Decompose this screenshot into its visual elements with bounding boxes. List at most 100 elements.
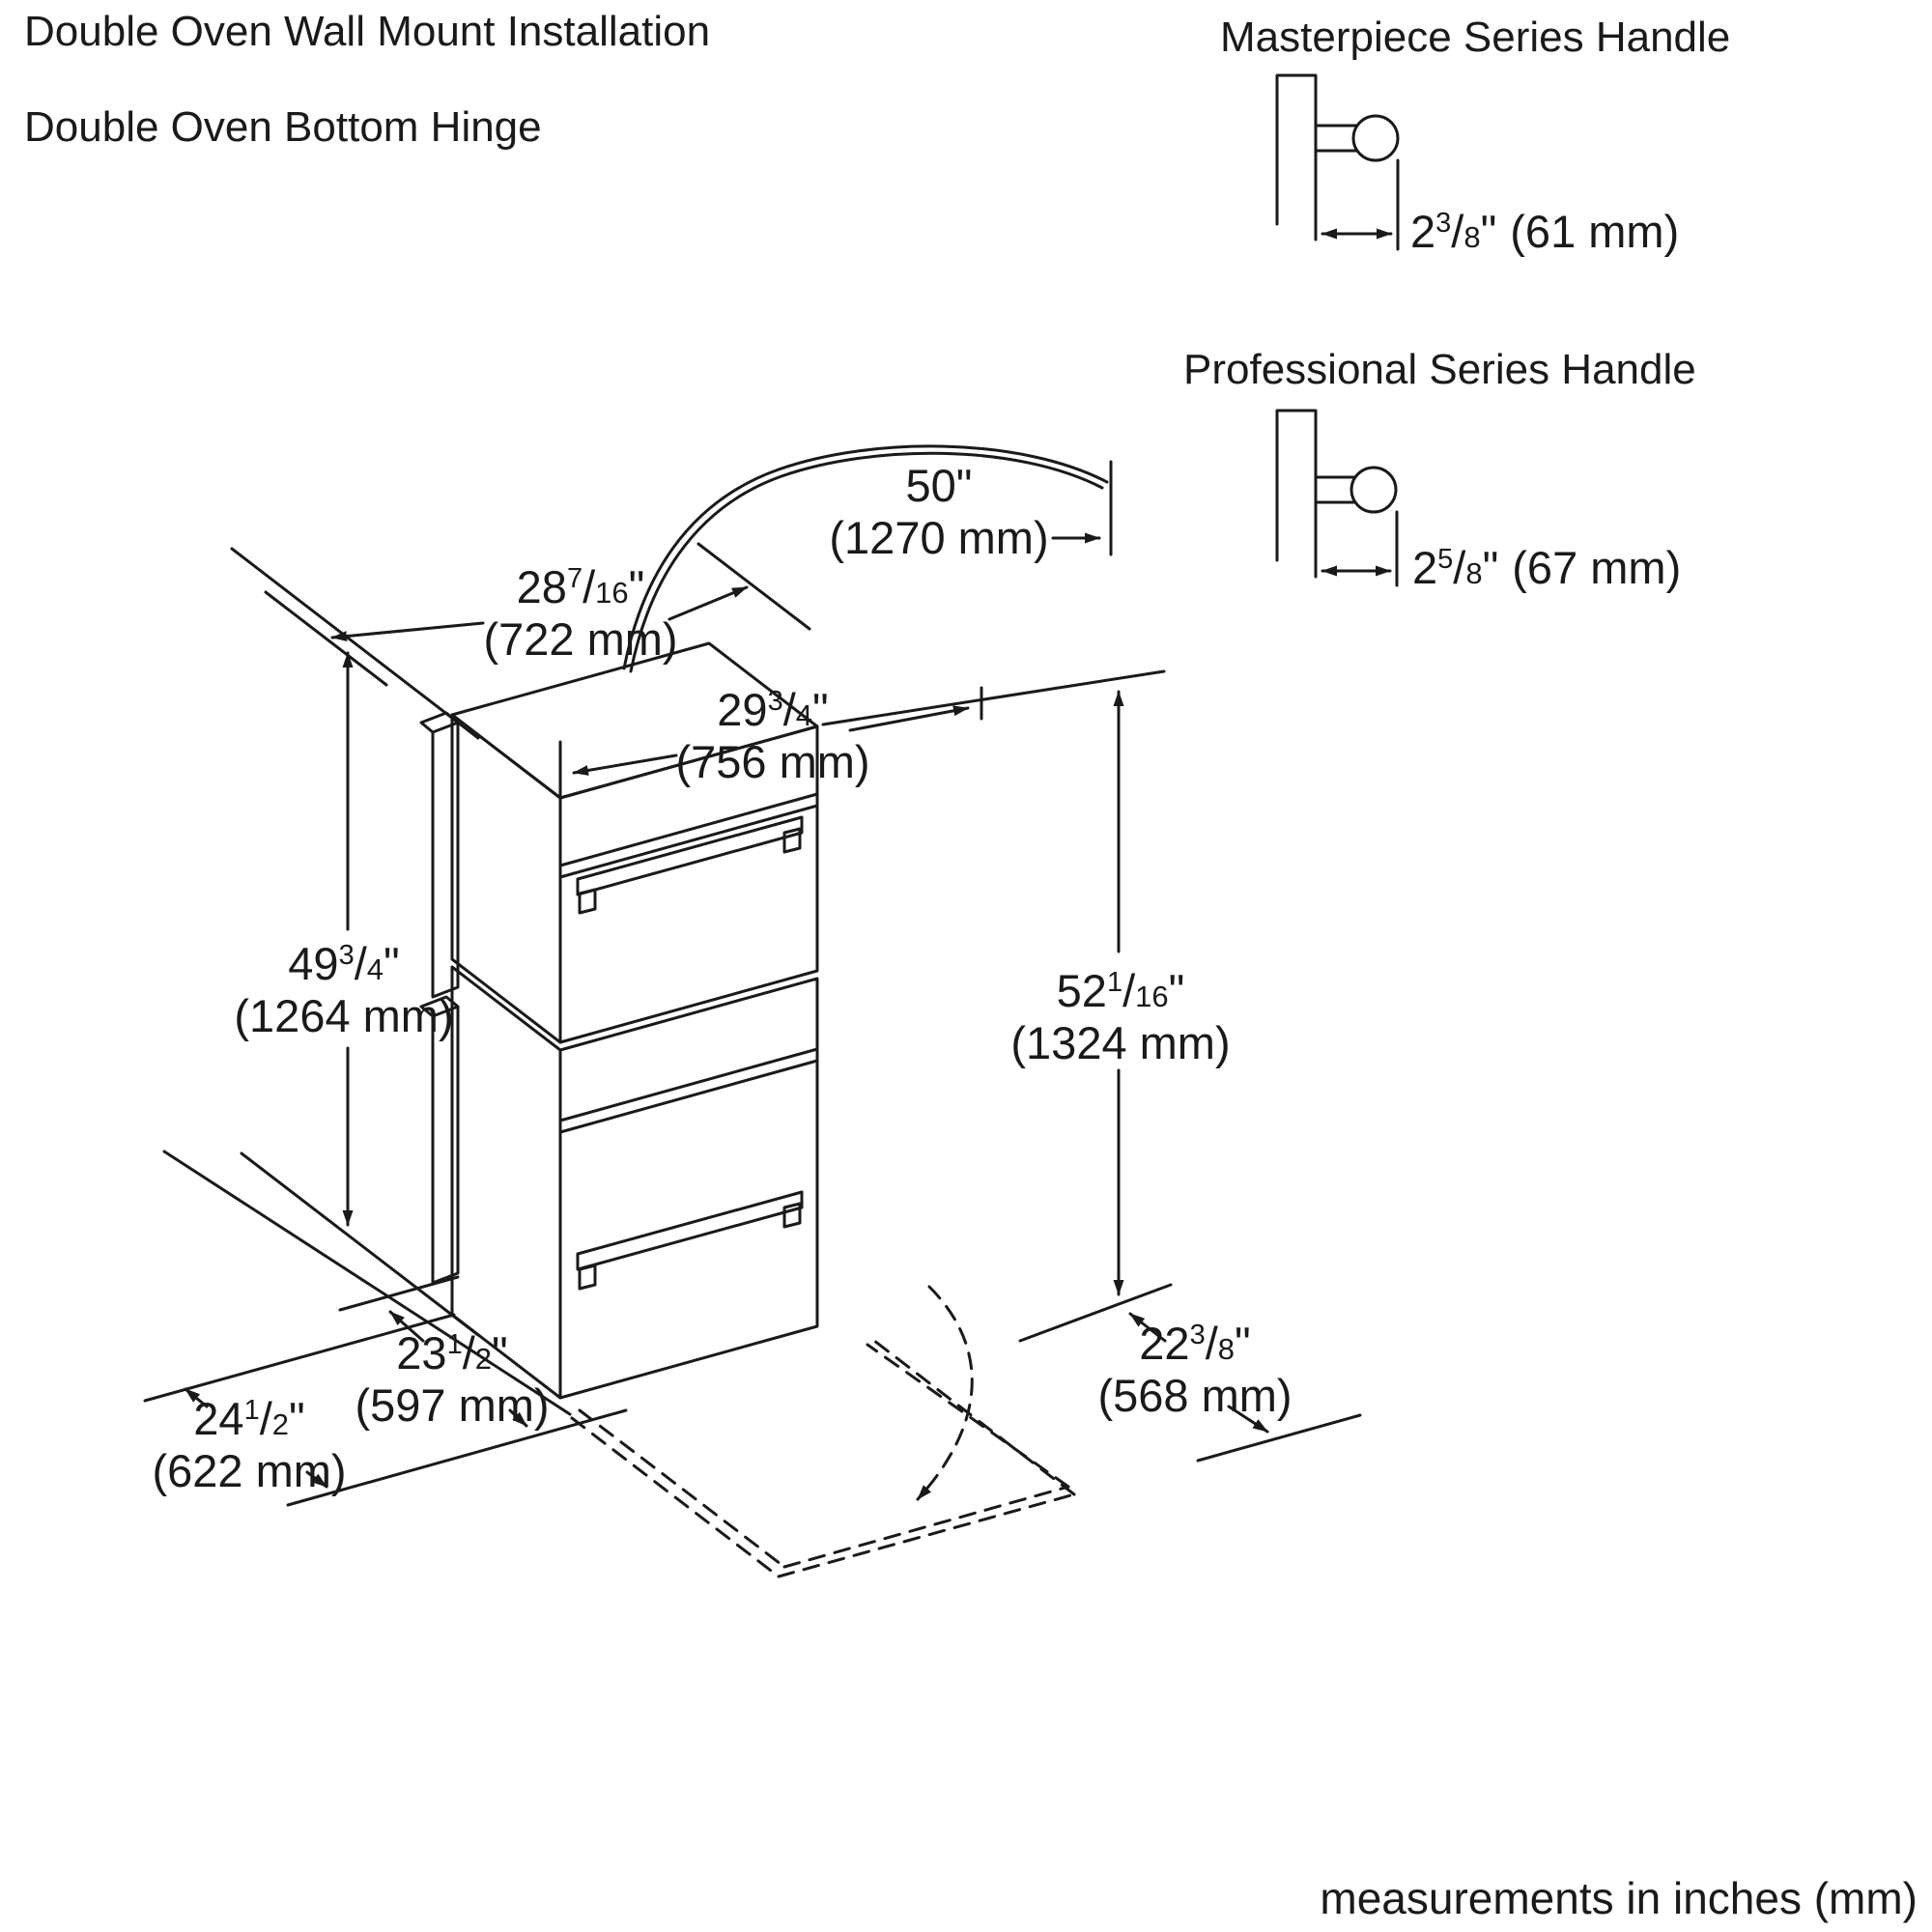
strip-bottom-extension bbox=[338, 1275, 460, 1312]
imperial-whole: 29 bbox=[717, 684, 768, 735]
fraction-denominator: 16 bbox=[1135, 980, 1169, 1013]
imperial-row: 241/2" bbox=[152, 1393, 346, 1445]
inch-mark: " bbox=[955, 460, 973, 511]
door-clearance-arrow-up bbox=[1128, 1312, 1167, 1343]
imperial-row: 521/16" bbox=[1010, 965, 1230, 1017]
handle-arm bbox=[1314, 124, 1360, 153]
fraction-numerator: 7 bbox=[566, 563, 583, 594]
fraction-denominator: 4 bbox=[795, 698, 813, 732]
fraction-denominator: 16 bbox=[595, 576, 629, 610]
floor-line-front bbox=[286, 1408, 628, 1507]
fraction-slash: / bbox=[782, 684, 796, 735]
height-left-bottom-extension bbox=[240, 1151, 480, 1337]
lower-oven-handle-posts bbox=[578, 1202, 802, 1291]
lower-oven-panel-lines bbox=[558, 1047, 819, 1134]
inch-mark: " bbox=[1168, 965, 1185, 1016]
fraction-numerator: 1 bbox=[446, 1329, 463, 1360]
floor-line-back bbox=[143, 1313, 456, 1403]
masterpiece-handle-drawing bbox=[1275, 73, 1400, 251]
fraction-slash: / bbox=[1122, 965, 1136, 1016]
top-right-extension bbox=[821, 669, 1166, 726]
metric-row: (1264 mm) bbox=[234, 989, 454, 1041]
fraction-numerator: 3 bbox=[1435, 208, 1452, 239]
oven-isometric-body bbox=[419, 641, 819, 1400]
inch-mark: " bbox=[1480, 206, 1497, 257]
metric-row: (568 mm) bbox=[1097, 1369, 1293, 1421]
inch-mark: " bbox=[289, 1393, 305, 1444]
bottom-right-extension-lower bbox=[1196, 1413, 1362, 1463]
fraction-numerator: 1 bbox=[243, 1395, 260, 1426]
lower-oven-handle bbox=[576, 1190, 804, 1271]
fraction-numerator: 5 bbox=[1437, 544, 1454, 575]
fraction-slash: / bbox=[259, 1393, 272, 1444]
fraction-slash: / bbox=[1451, 206, 1464, 257]
fraction-denominator: 2 bbox=[474, 1342, 493, 1376]
imperial-whole: 50 bbox=[905, 460, 956, 511]
door-swing-arc bbox=[916, 1285, 974, 1501]
metric-row: (622 mm) bbox=[152, 1444, 347, 1496]
fraction-denominator: 8 bbox=[1463, 220, 1481, 254]
inch-mark: " bbox=[1482, 542, 1499, 593]
height-left-top-extension bbox=[230, 547, 480, 740]
upper-oven-panel-lines bbox=[558, 792, 819, 879]
depth-cabinet-arrow-down bbox=[508, 1408, 528, 1428]
inch-mark: " bbox=[812, 684, 829, 735]
handle-knob bbox=[1351, 114, 1400, 162]
fraction-numerator: 1 bbox=[1106, 967, 1123, 998]
fraction-denominator: 8 bbox=[1465, 556, 1483, 590]
imperial-whole: 49 bbox=[288, 938, 339, 989]
door-section bbox=[1275, 409, 1318, 579]
metric-value: (67 mm) bbox=[1512, 542, 1682, 593]
units-note: measurements in inches (mm) bbox=[1320, 1873, 1918, 1923]
depth-top-arrow-left bbox=[330, 621, 485, 642]
upper-oven-side-face bbox=[450, 713, 562, 1044]
cord-length-label: 50" (1270 mm) bbox=[829, 460, 1048, 563]
height-right-label: 521/16" (1324 mm) bbox=[1010, 965, 1230, 1068]
page-title: Double Oven Wall Mount Installation Doub… bbox=[24, 8, 710, 151]
metric-value: (61 mm) bbox=[1510, 206, 1680, 257]
title-line-2: Double Oven Bottom Hinge bbox=[24, 102, 542, 151]
masterpiece-dim-label: 23/8" (61 mm) bbox=[1410, 205, 1679, 258]
inch-mark: " bbox=[384, 938, 400, 989]
professional-handle-title: Professional Series Handle bbox=[1183, 346, 1696, 393]
imperial-whole: 52 bbox=[1056, 965, 1107, 1016]
handle-arm bbox=[1314, 475, 1358, 504]
fraction-denominator: 4 bbox=[366, 952, 384, 986]
height-left-label: 493/4" (1264 mm) bbox=[234, 938, 453, 1041]
depth-top-left-extension bbox=[264, 590, 388, 687]
imperial-row: 493/4" bbox=[234, 938, 453, 990]
handle-knob bbox=[1350, 466, 1398, 514]
door-section bbox=[1275, 73, 1318, 242]
fraction-slash: / bbox=[582, 561, 596, 612]
metric-row: (1324 mm) bbox=[1010, 1016, 1231, 1068]
metric-row: (722 mm) bbox=[483, 612, 678, 665]
fraction-slash: / bbox=[1453, 542, 1466, 593]
depth-top-right-extension bbox=[696, 542, 811, 631]
imperial-row: 287/16" bbox=[483, 561, 677, 613]
fraction-denominator: 8 bbox=[1217, 1332, 1236, 1366]
metric-row: (597 mm) bbox=[355, 1378, 550, 1431]
upper-oven-front-face bbox=[558, 724, 819, 1044]
inch-mark: " bbox=[628, 561, 645, 612]
fraction-slash: / bbox=[1205, 1318, 1218, 1369]
door-clearance-arrow-down bbox=[1227, 1405, 1269, 1434]
imperial-whole: 2 bbox=[1410, 206, 1436, 257]
projection-front-edge bbox=[777, 1485, 1076, 1578]
door-open-projection bbox=[570, 1285, 1076, 1578]
projection-right-edge bbox=[866, 1335, 1076, 1496]
imperial-row: 293/4" bbox=[675, 684, 869, 736]
extension-lines bbox=[143, 542, 1362, 1507]
floor-line-left-diagonal bbox=[162, 1150, 572, 1416]
lower-mount-strip bbox=[419, 995, 460, 1285]
depth-overall-label: 241/2" (622 mm) bbox=[152, 1393, 346, 1496]
projection-left-edge bbox=[570, 1408, 786, 1578]
professional-handle-drawing bbox=[1275, 409, 1399, 587]
fraction-numerator: 3 bbox=[767, 686, 783, 717]
fraction-numerator: 3 bbox=[1189, 1320, 1206, 1350]
inch-mark: " bbox=[492, 1327, 508, 1378]
depth-overall-arrow-up bbox=[184, 1387, 209, 1408]
imperial-whole: 22 bbox=[1139, 1318, 1190, 1369]
imperial-row: 50" bbox=[829, 460, 1048, 512]
